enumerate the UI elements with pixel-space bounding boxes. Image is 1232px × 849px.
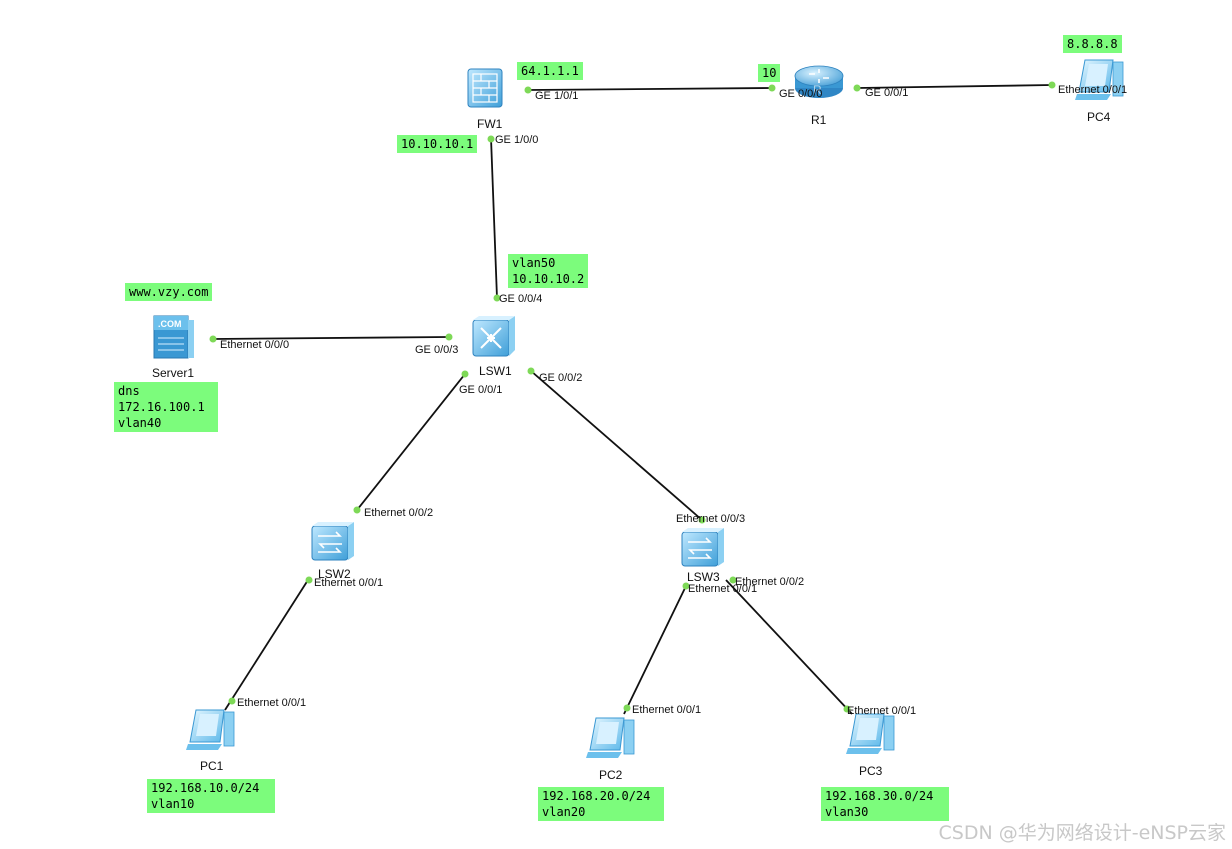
device-label-lsw3: LSW3 [687, 570, 720, 584]
firewall-icon[interactable] [467, 68, 503, 108]
port-labels: GE 1/0/1 GE 0/0/0 GE 0/0/1 Ethernet 0/0/… [220, 84, 1127, 717]
link-r1-pc4 [856, 84, 1053, 89]
port-label: Ethernet 0/0/1 [237, 697, 306, 709]
access-switch-icon[interactable] [681, 528, 724, 567]
pc1-icon[interactable] [186, 709, 235, 750]
note-server-dns-name: www.vzy.com [125, 283, 213, 301]
watermark: CSDN @华为网络设计-eNSP云家 [938, 822, 1227, 844]
core-switch-icon[interactable] [472, 316, 515, 357]
port-dot [853, 84, 861, 92]
pc4-icon[interactable] [1075, 59, 1124, 100]
port-dot [682, 582, 690, 590]
device-label-pc4: PC4 [1087, 110, 1111, 124]
port-label: Ethernet 0/0/2 [364, 507, 433, 519]
device-label-r1: R1 [811, 113, 827, 127]
port-label: GE 0/0/0 [779, 88, 822, 100]
note-pc3-network: 192.168.30.0/24 vlan30 [821, 787, 949, 821]
port-label: Ethernet 0/0/1 [847, 705, 916, 717]
port-label: Ethernet 0/0/1 [688, 583, 757, 595]
port-dot [524, 86, 532, 94]
link-server1-lsw1 [212, 336, 450, 340]
link-fw1-lsw1 [490, 137, 498, 299]
port-dot [487, 135, 495, 143]
note-fw-outside-ip: 64.1.1.1 [517, 62, 583, 80]
pc3-icon[interactable] [846, 713, 895, 754]
link-lsw2-pc1 [224, 579, 309, 711]
port-label: GE 0/0/1 [865, 87, 908, 99]
server-icon[interactable]: .COM [153, 315, 194, 359]
note-server-info: dns 172.16.100.1 vlan40 [114, 382, 218, 432]
port-dot [209, 335, 217, 343]
port-dot [698, 516, 706, 524]
port-label: GE 1/0/0 [495, 134, 538, 146]
link-lsw3-pc3 [725, 579, 853, 715]
pc2-icon[interactable] [586, 717, 635, 758]
svg-text:R: R [813, 83, 822, 97]
device-label-fw1: FW1 [477, 117, 503, 131]
access-switch-icon[interactable] [311, 522, 354, 561]
port-label: GE 0/0/1 [459, 384, 502, 396]
port-label: Ethernet 0/0/1 [632, 704, 701, 716]
link-lsw1-lsw2 [356, 373, 466, 511]
device-label-pc1: PC1 [200, 759, 224, 773]
note-r1-ip: 10 [758, 64, 781, 82]
link-lsw1-lsw3 [530, 370, 703, 521]
port-dot [353, 506, 361, 514]
device-label-pc2: PC2 [599, 768, 623, 782]
port-dot [623, 704, 631, 712]
port-label: Ethernet 0/0/0 [220, 339, 289, 351]
port-label: GE 1/0/1 [535, 90, 578, 102]
port-dot [729, 576, 737, 584]
port-label: Ethernet 0/0/1 [314, 577, 383, 589]
device-label-server1: Server1 [152, 366, 194, 380]
port-label: Ethernet 0/0/2 [735, 576, 804, 588]
router-icon[interactable]: R [794, 65, 844, 98]
port-dot [445, 333, 453, 341]
port-dot [843, 705, 851, 713]
port-dot [305, 576, 313, 584]
port-dot [228, 697, 236, 705]
port-dots [209, 81, 1056, 713]
port-dot [493, 294, 501, 302]
links [212, 84, 1053, 715]
port-label: GE 0/0/2 [539, 372, 582, 384]
port-label: Ethernet 0/0/1 [1058, 84, 1127, 96]
server-icon-text: .COM [158, 319, 182, 329]
port-dot [1048, 81, 1056, 89]
port-label: Ethernet 0/0/3 [676, 513, 745, 525]
device-label-lsw1: LSW1 [479, 364, 512, 378]
port-dot [461, 370, 469, 378]
note-pc4-ip: 8.8.8.8 [1063, 35, 1122, 53]
note-fw-inside-ip: 10.10.10.1 [397, 135, 478, 153]
device-label-lsw2: LSW2 [318, 567, 351, 581]
device-label-pc3: PC3 [859, 764, 883, 778]
port-dot [768, 84, 776, 92]
note-pc1-network: 192.168.10.0/24 vlan10 [147, 779, 275, 813]
note-pc2-network: 192.168.20.0/24 vlan20 [538, 787, 664, 821]
link-fw1-r1 [527, 87, 773, 91]
port-dot [527, 367, 535, 375]
note-lsw1-vlan50: vlan50 10.10.10.2 [508, 254, 589, 288]
link-lsw3-pc2 [623, 585, 687, 715]
port-label: GE 0/0/4 [499, 293, 542, 305]
port-label: GE 0/0/3 [415, 344, 458, 356]
